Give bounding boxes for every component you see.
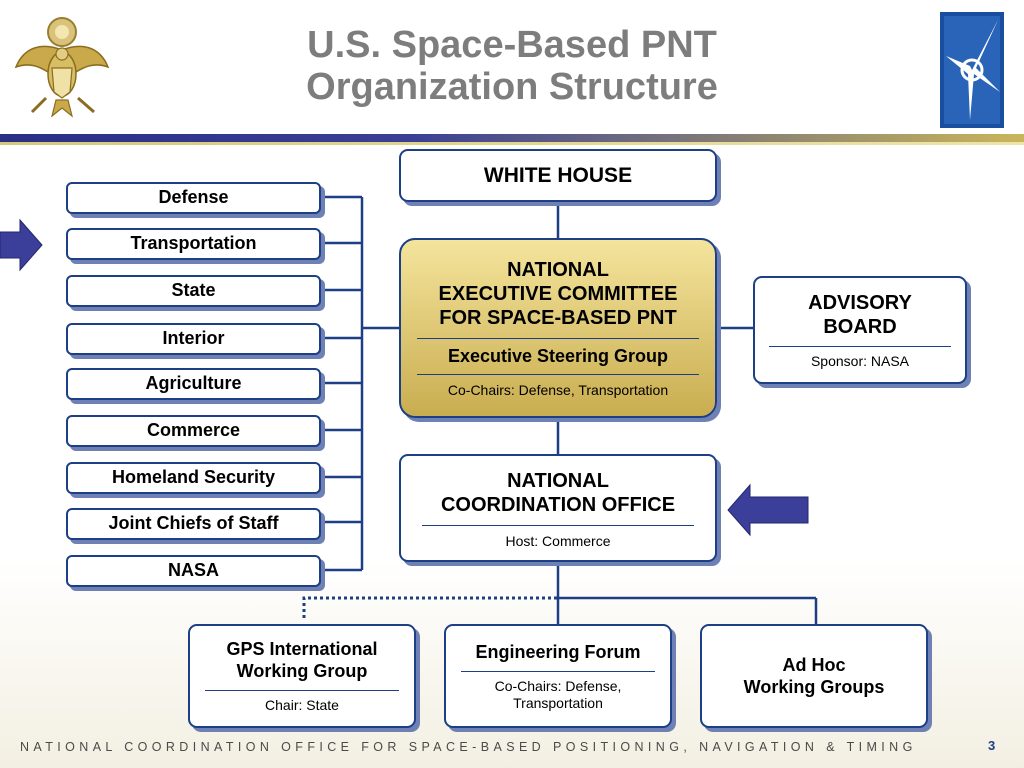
engineering-forum-box: Engineering Forum Co-Chairs: Defense, Tr… [444,624,672,728]
advisory-line-1: ADVISORY [808,292,912,314]
adhoc-line-2: Working Groups [743,677,885,697]
gps-wg-line-1: GPS International [226,639,378,659]
agency-box-defense: Defense [66,182,321,214]
title-line-1: U.S. Space-Based PNT [307,24,717,66]
agency-box-interior: Interior [66,323,321,355]
gps-international-wg-box: GPS International Working Group Chair: S… [188,624,416,728]
agency-box-transportation: Transportation [66,228,321,260]
eagle-seal-icon [14,17,110,118]
star-compass-logo-icon [940,12,1004,128]
page-title: U.S. Space-Based PNT Organization Struct… [200,24,824,108]
header-band [0,134,1024,142]
agency-box-joint-chiefs: Joint Chiefs of Staff [66,508,321,540]
engineering-forum-title: Engineering Forum [475,642,641,662]
ad-hoc-wg-box: Ad Hoc Working Groups [700,624,928,728]
title-line-2: Organization Structure [306,66,718,108]
agency-box-state: State [66,275,321,307]
nco-line-2: COORDINATION OFFICE [440,494,676,516]
footer-text: NATIONAL COORDINATION OFFICE FOR SPACE-B… [20,740,917,754]
agency-box-nasa: NASA [66,555,321,587]
engineering-forum-divider [461,671,655,672]
advisory-sponsor: Sponsor: NASA [810,353,910,369]
white-house-box: WHITE HOUSE [399,149,717,202]
advisory-board-box: ADVISORY BOARD Sponsor: NASA [753,276,967,384]
excom-divider-1 [417,338,699,339]
excom-box: NATIONAL EXECUTIVE COMMITTEE FOR SPACE-B… [399,238,717,418]
excom-line-3: FOR SPACE-BASED PNT [439,307,677,329]
nco-line-1: NATIONAL [507,470,609,492]
nco-box: NATIONAL COORDINATION OFFICE Host: Comme… [399,454,717,562]
agency-box-homeland-security: Homeland Security [66,462,321,494]
advisory-line-2: BOARD [823,316,897,338]
gps-wg-chair: Chair: State [265,697,339,713]
nco-divider [422,525,694,526]
gps-wg-line-2: Working Group [236,661,368,681]
engineering-forum-cochairs-1: Co-Chairs: Defense, [494,678,622,694]
excom-cochairs: Co-Chairs: Defense, Transportation [447,382,669,398]
executive-steering-group: Executive Steering Group [447,346,669,366]
agency-box-agriculture: Agriculture [66,368,321,400]
page-number: 3 [988,738,996,753]
excom-line-2: EXECUTIVE COMMITTEE [438,283,678,305]
gps-wg-divider [205,690,399,691]
pointer-arrow-nco [728,485,808,535]
header-band-gold [0,142,1024,145]
advisory-divider [769,346,951,347]
excom-line-1: NATIONAL [507,259,609,281]
pointer-arrow-transportation [0,220,42,270]
engineering-forum-cochairs-2: Transportation [513,695,603,711]
adhoc-line-1: Ad Hoc [782,655,846,675]
agency-box-commerce: Commerce [66,415,321,447]
nco-host: Host: Commerce [505,533,611,549]
excom-divider-2 [417,374,699,375]
